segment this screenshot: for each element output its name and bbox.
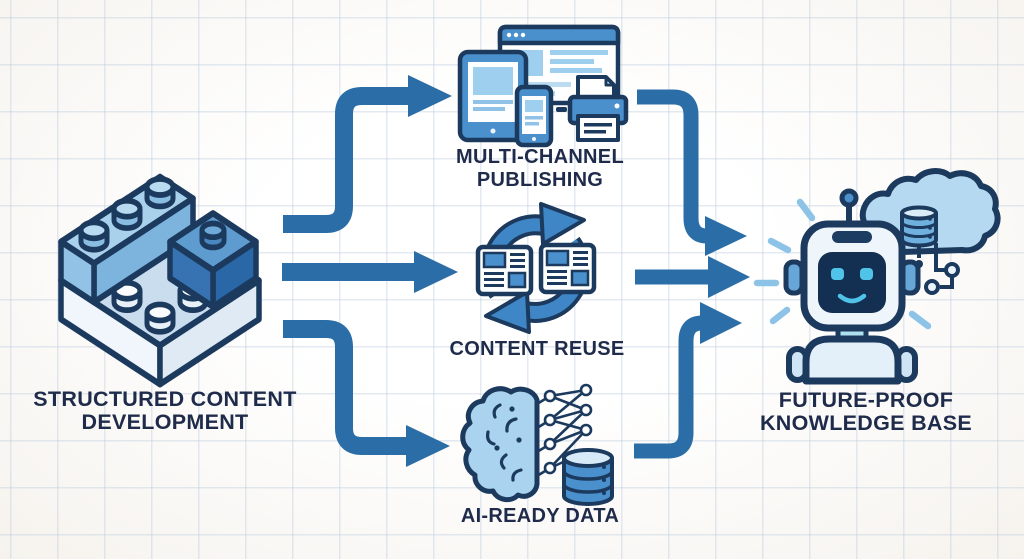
robot-eye-right <box>860 268 873 280</box>
robot-eye-left <box>831 268 844 280</box>
printer-icon <box>567 75 629 142</box>
document-card-icon <box>475 244 534 297</box>
label-line: FUTURE-PROOF <box>778 388 954 412</box>
cloud-database-icon <box>900 205 938 248</box>
lego-bricks-icon <box>58 173 262 388</box>
robot-body <box>802 335 902 385</box>
label-line: MULTI-CHANNEL <box>456 146 624 168</box>
arrow-reuse-to-target <box>635 256 750 298</box>
tablet-icon <box>457 49 529 143</box>
neural-network-icon <box>536 383 593 478</box>
label-line: KNOWLEDGE BASE <box>759 411 973 435</box>
sync-documents-icon <box>475 202 597 334</box>
robot-antenna-ball <box>839 188 859 208</box>
arrow-source-to-ai <box>283 320 450 467</box>
robot-ear-left <box>783 259 805 296</box>
phone-icon <box>514 84 554 148</box>
database-icon <box>562 448 614 506</box>
label-content-reuse: CONTENT REUSE <box>437 338 637 361</box>
label-ai-ready-data: AI-READY DATA <box>440 505 640 528</box>
lego-stud-dark <box>199 220 227 251</box>
connector-dash <box>556 107 567 112</box>
label-line: DEVELOPMENT <box>81 410 249 434</box>
label-structured-content-development: STRUCTURED CONTENT DEVELOPMENT <box>5 388 325 434</box>
arrow-publishing-to-target <box>637 89 747 256</box>
robot-cloud-database-icon <box>753 168 1001 385</box>
arrow-source-to-publishing <box>283 75 452 233</box>
arrow-ai-to-target <box>634 302 742 459</box>
arrow-source-to-reuse <box>282 251 458 293</box>
sparkle-rays <box>753 198 932 330</box>
brain-icon <box>460 386 540 503</box>
label-future-proof-knowledge-base: FUTURE-PROOF KNOWLEDGE BASE <box>746 389 986 435</box>
document-card-icon <box>538 242 597 295</box>
label-line: CONTENT REUSE <box>449 338 625 360</box>
robot-visor <box>832 231 872 243</box>
label-multi-channel-publishing: MULTI-CHANNEL PUBLISHING <box>440 146 640 192</box>
circuit-traces <box>915 243 960 295</box>
lego-stud-blue <box>78 176 176 253</box>
label-line: AI-READY DATA <box>460 505 620 527</box>
brain-network-database-icon <box>460 383 614 506</box>
robot-smile <box>837 293 867 304</box>
robot-face-screen <box>818 252 886 313</box>
label-line: PUBLISHING <box>476 169 604 191</box>
label-line: STRUCTURED CONTENT <box>33 387 297 411</box>
devices-printer-icon <box>457 24 629 148</box>
